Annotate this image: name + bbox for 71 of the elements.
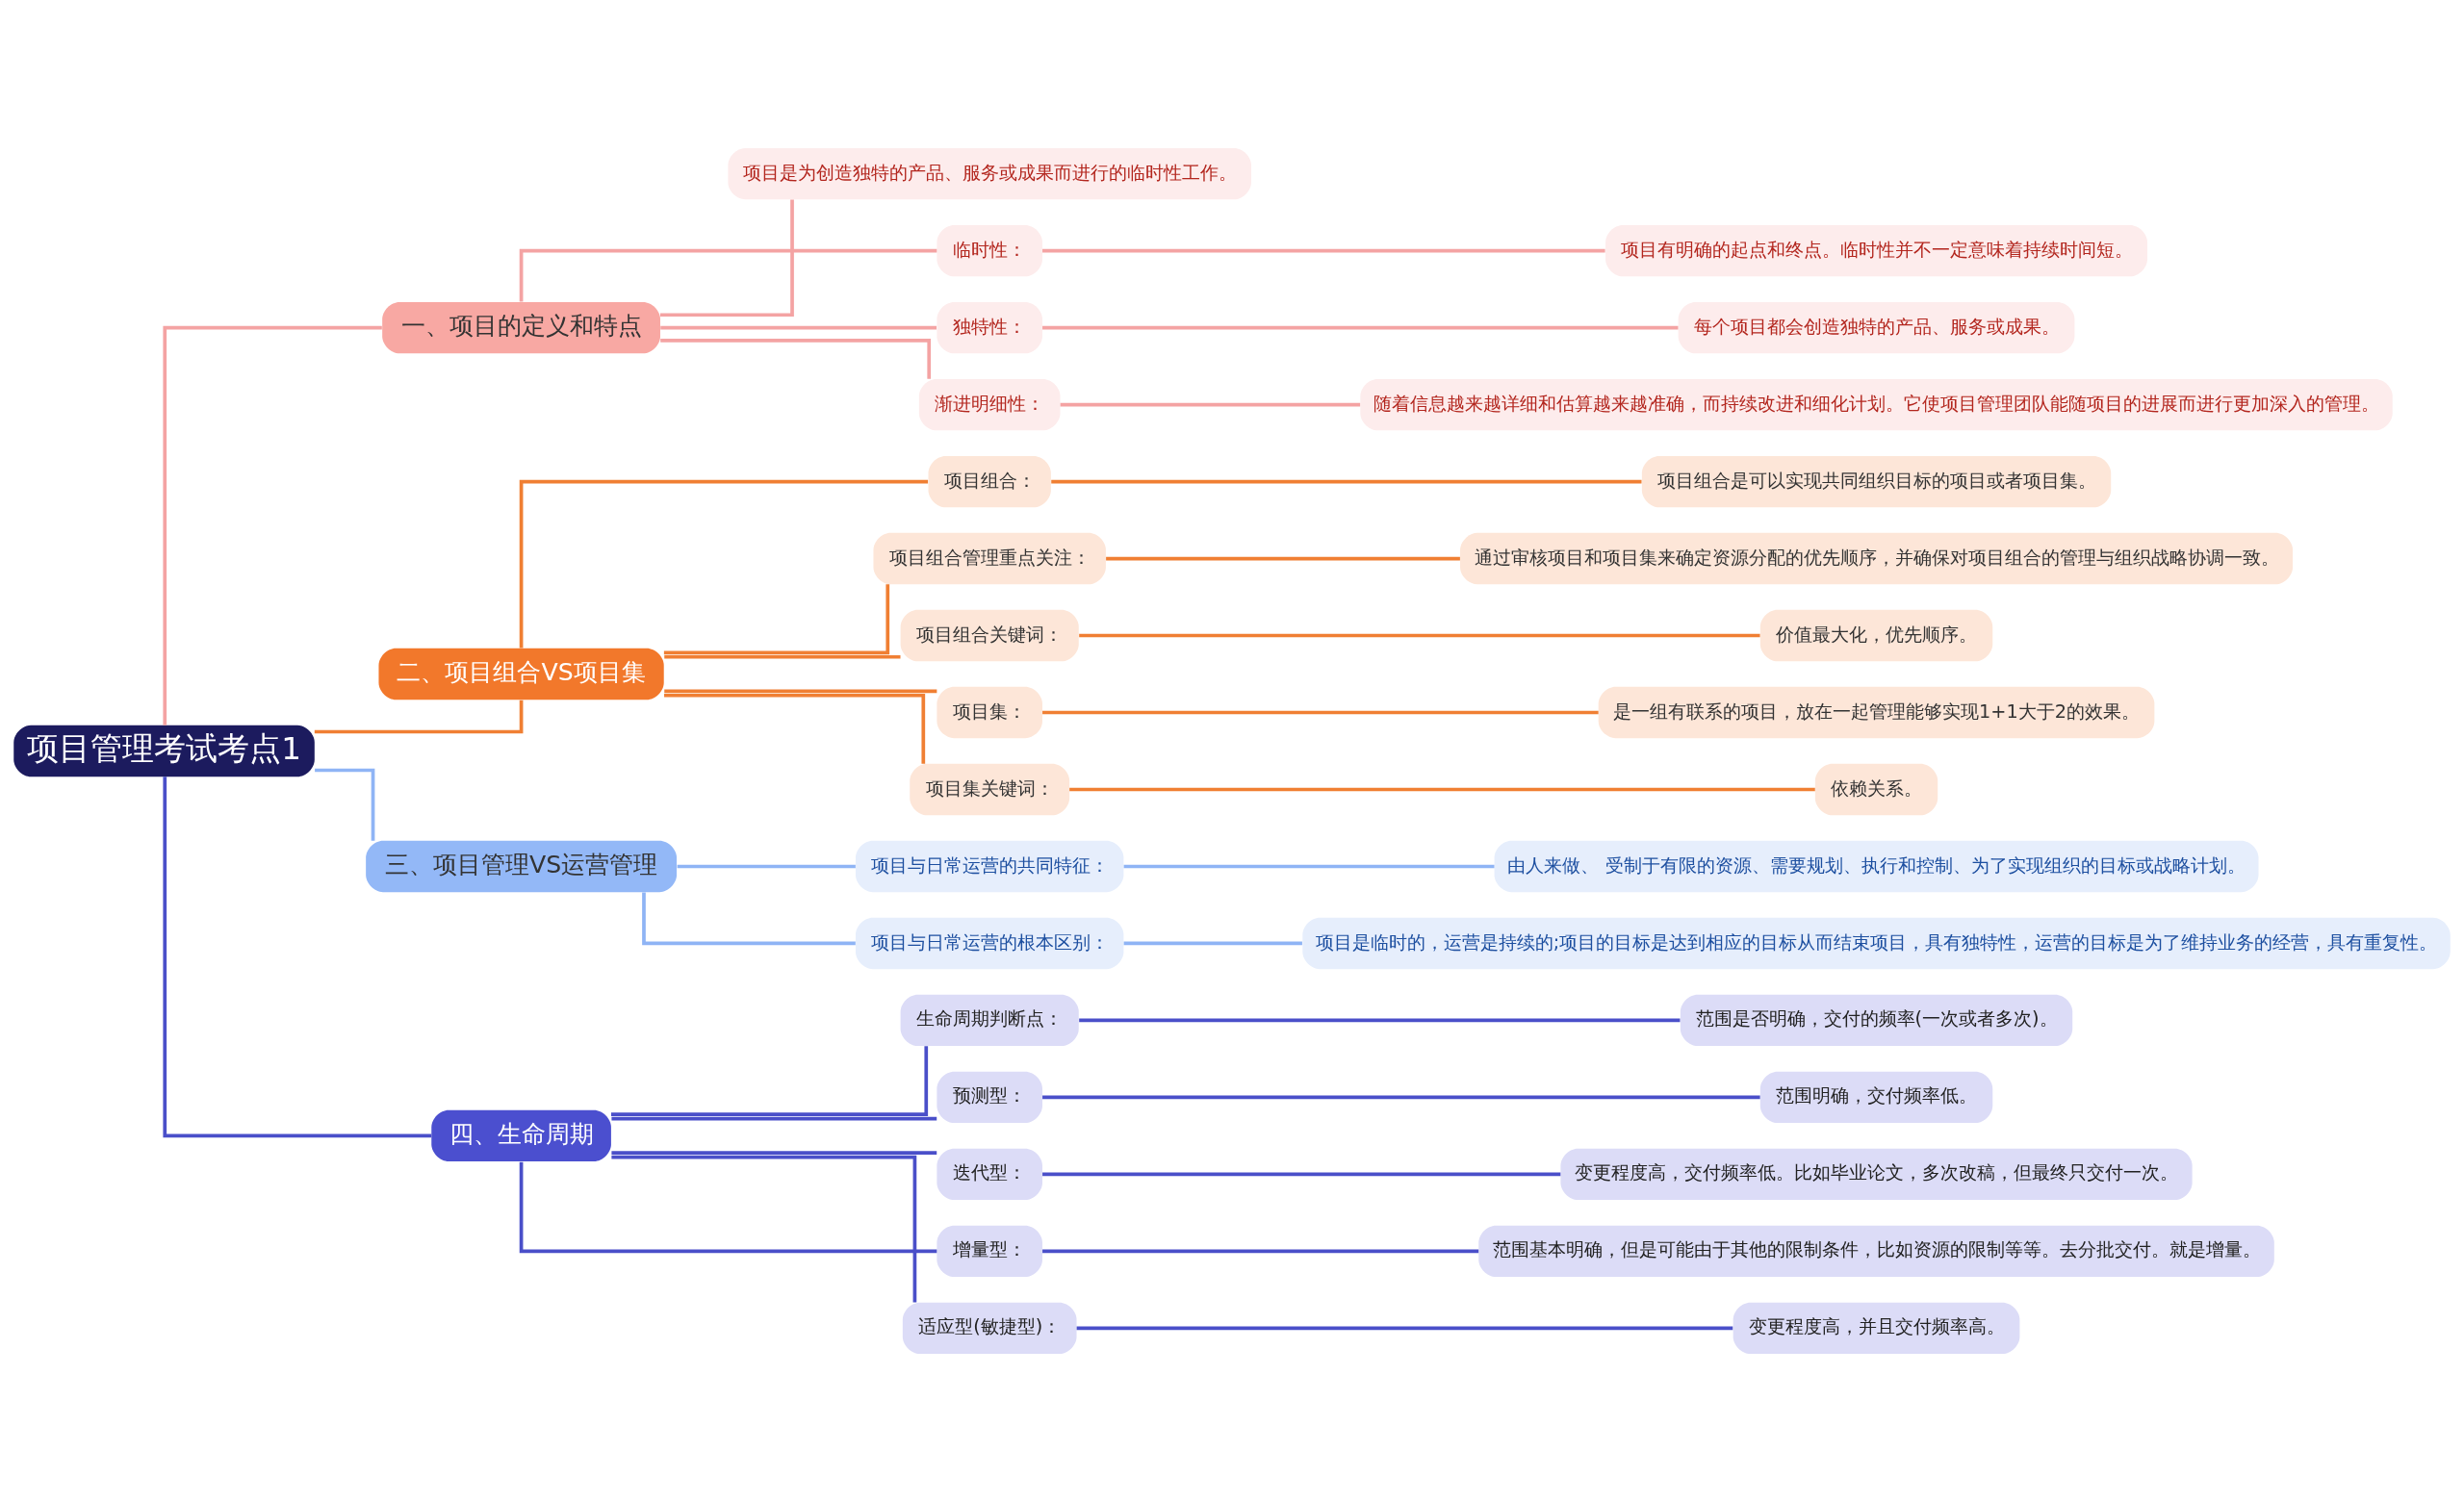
connector [519,479,929,649]
node-box: 一、项目的定义和特点 [382,301,660,354]
node-box: 项目与日常运营的共同特征： [855,840,1124,893]
node-box: 二、项目组合VS项目集 [378,648,664,700]
connector [1051,479,1642,484]
connector [663,584,890,655]
node-box: 增量型： [937,1225,1042,1278]
node-box: 由人来做、 受制于有限的资源、需要规划、执行和控制、为了实现组织的目标或战略计划。 [1494,840,2259,893]
connector [1123,941,1302,946]
node-box: 独特性： [937,301,1042,354]
node-box: 变更程度高，交付频率低。比如毕业论文，多次改稿，但最终只交付一次。 [1560,1148,2193,1201]
node-box: 变更程度高，并且交付频率高。 [1732,1302,2020,1355]
connector [664,693,926,764]
connector [163,776,432,1138]
connector [1076,1326,1733,1331]
connector [1079,633,1760,638]
node-box: 适应型(敏捷型)： [902,1302,1077,1355]
connector [519,1161,937,1254]
connector [610,1046,929,1117]
node-box: 项目管理考试考点1 [13,725,315,777]
connector [1106,556,1460,561]
node-box: 项目与日常运营的根本区别： [855,917,1124,970]
node-box: 范围明确，交付频率低。 [1759,1071,1993,1124]
connector [163,325,382,726]
connector [660,339,932,379]
node-box: 生命周期判断点： [900,994,1079,1047]
connector [611,1116,937,1121]
node-box: 范围基本明确，但是可能由于其他的限制条件，比如资源的限制等等。去分批交付。就是增量。 [1478,1225,2274,1278]
node-box: 项目组合： [928,455,1051,508]
node-box: 三、项目管理VS运营管理 [366,840,678,893]
connector [1069,787,1815,792]
connector [660,199,794,318]
node-box: 临时性： [937,224,1042,277]
node-box: 项目组合关键词： [900,609,1079,662]
node-box: 预测型： [937,1071,1042,1124]
node-box: 通过审核项目和项目集来确定资源分配的优先顺序，并确保对项目组合的管理与组织战略协调一致。 [1460,532,2294,585]
connector [1123,864,1495,869]
node-box: 范围是否明确，交付的频率(一次或者多次)。 [1680,994,2073,1047]
connector [664,654,901,659]
node-box: 依赖关系。 [1814,763,1938,816]
connector [1042,710,1599,715]
connector [315,768,375,841]
node-box: 是一组有联系的项目，放在一起管理能够实现1+1大于2的效果。 [1598,686,2155,739]
connector [611,1151,937,1156]
node-box: 项目是为创造独特的产品、服务或成果而进行的临时性工作。 [728,147,1251,200]
connector [519,248,937,302]
connector [1042,248,1605,253]
connector [1042,1249,1479,1254]
node-box: 每个项目都会创造独特的产品、服务或成果。 [1678,301,2075,354]
connector [677,864,856,869]
connector [664,689,937,694]
connector [1060,402,1361,407]
node-box: 迭代型： [937,1148,1042,1201]
connector [314,700,524,734]
node-box: 项目是临时的，运营是持续的;项目的目标是达到相应的目标从而结束项目，具有独特性，运营的目标是为了维持业务的经营，具有重复性。 [1302,917,2451,970]
connector [642,892,856,946]
connector [1042,1095,1760,1100]
node-box: 项目组合是可以实现共同组织目标的项目或者项目集。 [1641,455,2112,508]
connector [1042,325,1679,330]
connector [1079,1018,1681,1023]
connector [1042,1172,1561,1177]
node-box: 项目有明确的起点和终点。临时性并不一定意味着持续时间短。 [1605,224,2147,277]
node-box: 四、生命周期 [431,1109,611,1162]
node-box: 随着信息越来越详细和估算越来越准确，而持续改进和细化计划。它使项目管理团队能随项目的进展而进行更加深入的管理。 [1360,378,2393,431]
node-box: 项目集关键词： [910,763,1070,816]
node-box: 项目组合管理重点关注： [873,532,1106,585]
connector [611,1155,917,1303]
connector [660,325,937,330]
node-box: 项目集： [937,686,1042,739]
node-box: 价值最大化，优先顺序。 [1759,609,1993,662]
node-box: 渐进明细性： [918,378,1061,431]
